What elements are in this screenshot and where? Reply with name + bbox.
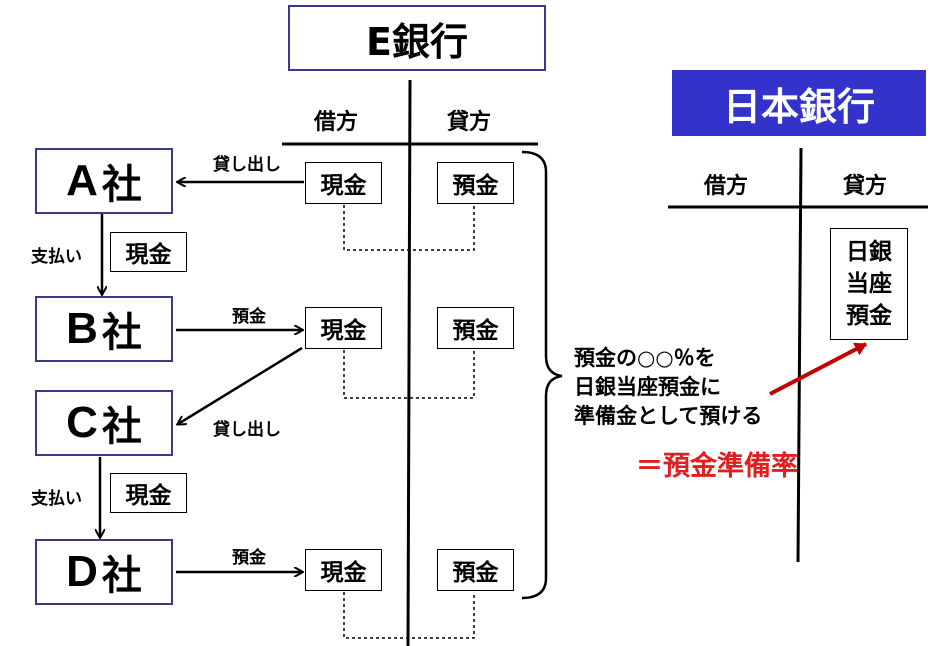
company-a-suffix: 社 (101, 162, 142, 208)
boj-deposit-line-3: 預金 (846, 303, 892, 329)
boj-deposit-line-2: 当座 (846, 271, 892, 297)
e-bank-title-text: E銀行 (366, 19, 468, 64)
ledger-row1-credit-cell: 預金 (437, 162, 514, 204)
dotted-link-row2 (343, 350, 475, 399)
company-d-letter: D (66, 547, 98, 596)
e-bank-title: E銀行 (288, 5, 546, 71)
company-a: A 社 (35, 148, 173, 214)
label-pay-ab: 支払い (31, 247, 82, 267)
ledger-row3-credit-cell: 預金 (437, 549, 514, 591)
ledger-row1-debit-cell: 現金 (305, 162, 382, 204)
ledger-row2-credit-cell: 預金 (437, 307, 514, 349)
label-pay-cd: 支払い (31, 489, 82, 509)
label-deposit-b: 預金 (232, 307, 266, 327)
boj-title-text: 日本銀行 (722, 84, 875, 129)
company-c-letter: C (66, 398, 98, 447)
reserve-note: 預金の○○％を 日銀当座預金に 準備金として預ける (574, 344, 762, 431)
company-d-suffix: 社 (101, 553, 142, 599)
label-loan-c: 貸し出し (213, 420, 281, 440)
boj-credit-label: 貸方 (843, 174, 888, 199)
pay-cd-cash-box: 現金 (110, 473, 187, 513)
label-deposit-d: 預金 (232, 548, 266, 568)
reserve-ratio-equation: ＝預金準備率 (636, 451, 798, 482)
company-b-letter: B (66, 304, 98, 353)
e-bank-debit-label: 借方 (314, 110, 359, 135)
e-bank-vertical-rule (406, 79, 412, 646)
ledger-row2-debit-cell: 現金 (305, 307, 382, 349)
e-bank-credit-label: 貸方 (447, 110, 492, 135)
boj-debit-label: 借方 (704, 174, 749, 199)
reserve-note-line-2: 日銀当座預金に (574, 375, 721, 399)
boj-current-deposit-cell: 日銀 当座 預金 (830, 228, 908, 340)
boj-vertical-rule (796, 147, 803, 563)
company-b: B 社 (35, 296, 173, 362)
company-b-suffix: 社 (101, 310, 142, 356)
label-loan-a: 貸し出し (213, 155, 281, 175)
company-c: C 社 (35, 390, 173, 456)
ledger-row3-debit-cell: 現金 (305, 549, 382, 591)
pay-ab-cash-box: 現金 (110, 232, 187, 272)
red-arrow-to-boj (769, 342, 867, 396)
dotted-link-row1 (343, 205, 475, 251)
boj-deposit-line-1: 日銀 (846, 239, 892, 265)
company-a-letter: A (66, 156, 98, 205)
deposit-brace (521, 150, 563, 600)
boj-title: 日本銀行 (672, 70, 926, 136)
company-d: D 社 (35, 539, 173, 605)
company-c-suffix: 社 (101, 404, 142, 450)
reserve-note-line-3: 準備金として預ける (574, 404, 763, 428)
dotted-link-row3 (343, 592, 475, 639)
arrow-loan-to-c (178, 346, 303, 424)
reserve-note-line-1: 預金の○○％を (574, 346, 716, 370)
